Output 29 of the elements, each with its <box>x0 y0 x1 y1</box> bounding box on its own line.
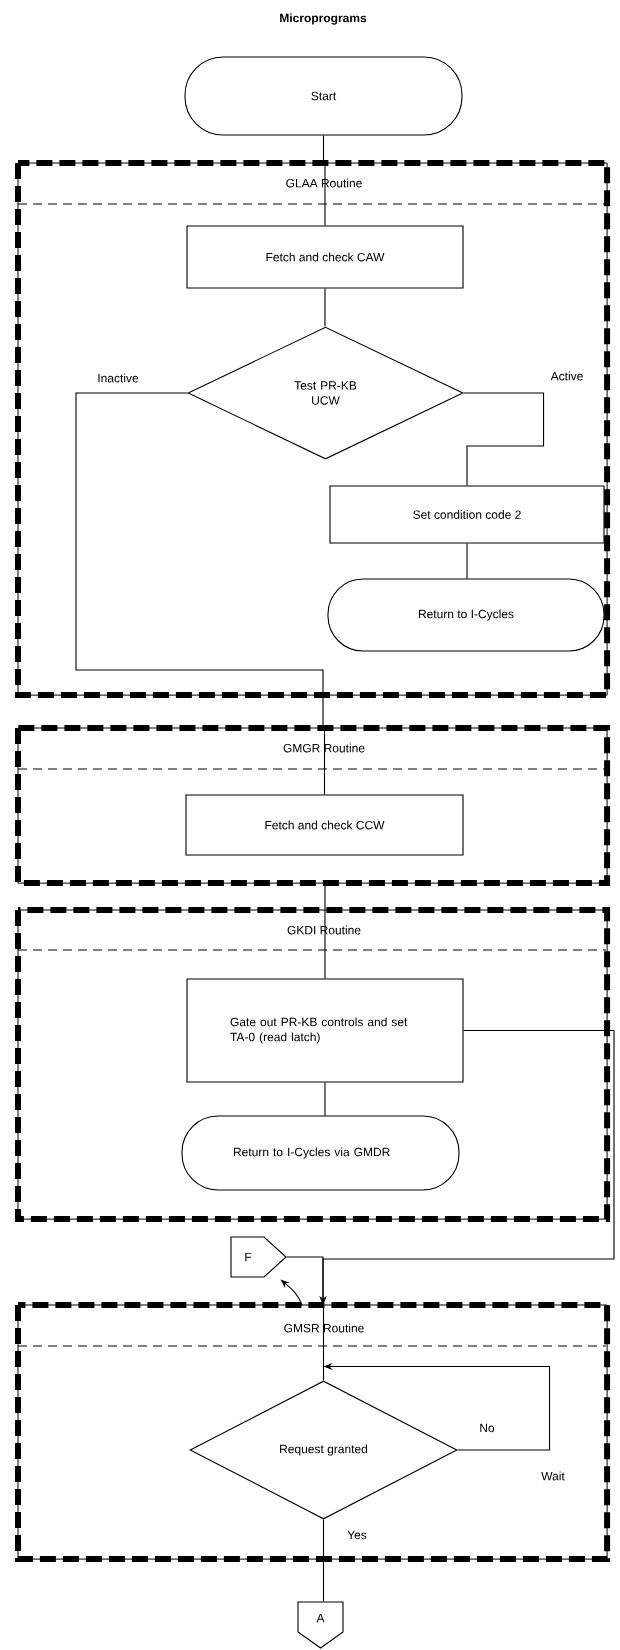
routine-panel <box>15 160 611 699</box>
terminal-box: Return to I-Cycles via GMDR <box>181 1115 460 1191</box>
connector <box>324 909 326 979</box>
routine-heading: GMSR Routine <box>281 1321 367 1335</box>
connector <box>463 392 545 487</box>
process-box: Set condition code 2 <box>329 485 605 544</box>
connector <box>286 1256 327 1305</box>
edge-label: Yes <box>346 1529 368 1541</box>
routine-panel <box>15 1302 611 1563</box>
routine-heading: GMGR Routine <box>281 741 367 755</box>
offpage-connector: A <box>297 1601 344 1649</box>
process-box: Gate out PR-KB controls and set TA-0 (read latch) <box>186 978 464 1083</box>
routine-panel <box>15 907 611 1223</box>
title: Microprograms <box>280 13 367 25</box>
note-label: Wait <box>541 1471 565 1481</box>
terminal-box: Return to I-Cycles <box>327 578 605 652</box>
edge-label: Active <box>549 370 585 382</box>
connector <box>324 288 326 328</box>
process-box: Fetch and check CAW <box>186 225 464 289</box>
connector <box>324 1082 326 1116</box>
connector <box>322 1304 325 1381</box>
terminal-box: Start <box>184 56 463 136</box>
connector <box>322 1519 325 1602</box>
process-box: Fetch and check CCW <box>185 794 464 856</box>
edge-label: No <box>478 1422 496 1434</box>
edge-label: Inactive <box>96 372 140 384</box>
connector <box>466 543 468 579</box>
routine-panel <box>15 725 611 887</box>
offpage-connector: F <box>230 1236 287 1278</box>
